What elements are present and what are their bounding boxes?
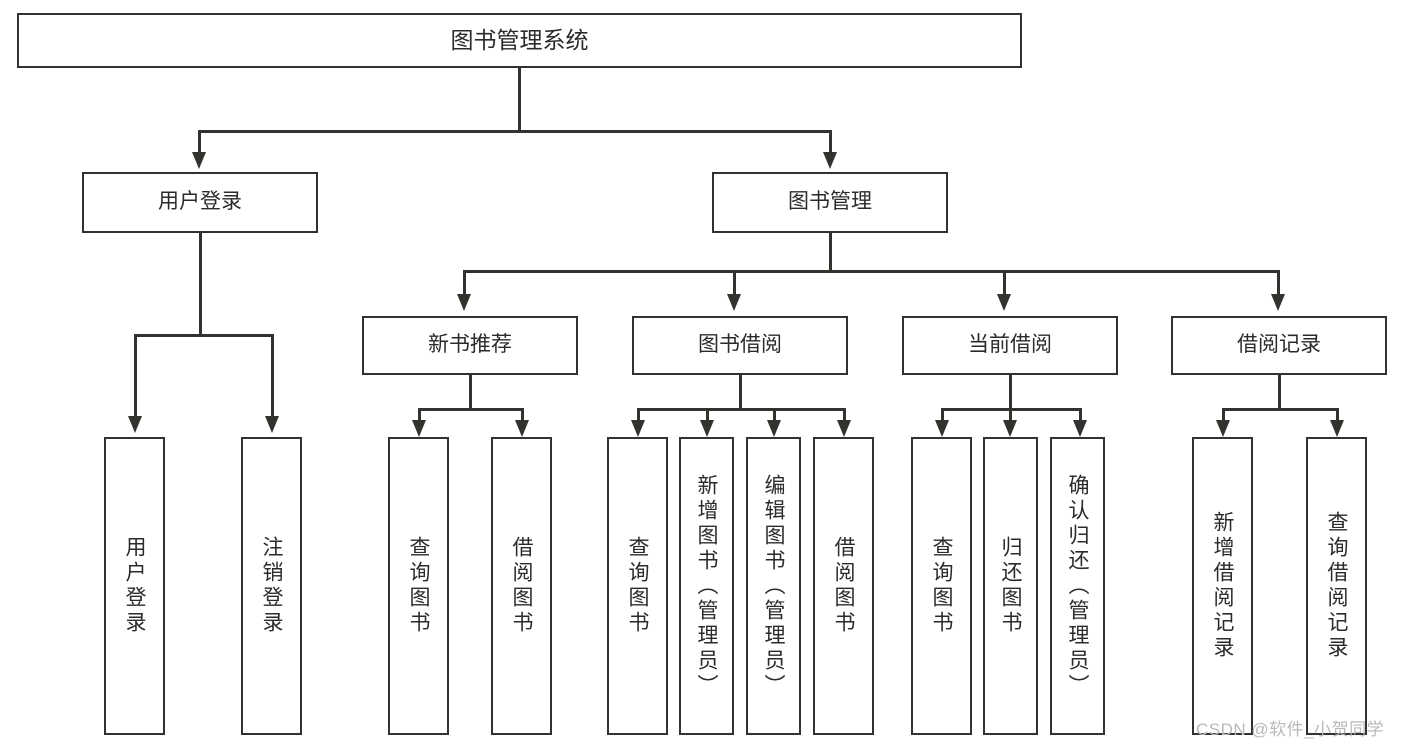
connector-bookborrow-to-leaf3 [773, 408, 776, 422]
leaf-label: 确认归还（管理员） [1066, 473, 1089, 699]
connector-currentborrow-stem [1009, 375, 1012, 410]
leaf-return-books[interactable]: 归还图书 [983, 437, 1038, 735]
leaf-label: 新增借阅记录 [1211, 511, 1234, 661]
arrow-userlogin-to-leaf2 [265, 416, 279, 433]
node-new-book-recommend[interactable]: 新书推荐 [362, 316, 578, 375]
leaf-label: 编辑图书（管理员） [762, 473, 785, 699]
leaf-label: 新增图书（管理员） [695, 473, 718, 699]
leaf-label: 注销登录 [260, 536, 283, 636]
connector-newbook-stem [469, 375, 472, 410]
leaf-logout-login[interactable]: 注销登录 [241, 437, 302, 735]
leaf-query-books-current[interactable]: 查询图书 [911, 437, 972, 735]
leaf-label: 查询图书 [930, 536, 953, 636]
connector-currentborrow-to-leaf1 [941, 408, 944, 422]
leaf-label: 归还图书 [999, 536, 1022, 636]
arrow-userlogin-to-leaf1 [128, 416, 142, 433]
connector-root-stem [518, 68, 521, 132]
arrow-records-to-leaf2 [1330, 420, 1344, 437]
node-user-login[interactable]: 用户登录 [82, 172, 318, 233]
arrow-currentborrow-to-leaf3 [1073, 420, 1087, 437]
arrow-bookborrow-to-leaf3 [767, 420, 781, 437]
connector-bookborrow-to-leaf4 [843, 408, 846, 422]
connector-root-to-userlogin [198, 130, 201, 154]
connector-records-to-leaf2 [1336, 408, 1339, 422]
watermark-text: CSDN @软件_小贺同学 [1196, 720, 1385, 739]
connector-userlogin-bus [134, 334, 273, 337]
arrow-newbook-to-leaf2 [515, 420, 529, 437]
connector-bookborrow-to-leaf2 [706, 408, 709, 422]
leaf-edit-book-admin[interactable]: 编辑图书（管理员） [746, 437, 801, 735]
leaf-label: 借阅图书 [510, 536, 533, 636]
connector-bookmgmt-bus [463, 270, 1280, 273]
node-label: 当前借阅 [968, 333, 1052, 357]
node-label: 借阅记录 [1237, 333, 1321, 357]
arrow-root-to-bookmgmt [823, 152, 837, 169]
node-label: 图书借阅 [698, 333, 782, 357]
arrow-currentborrow-to-leaf1 [935, 420, 949, 437]
arrow-root-to-userlogin [192, 152, 206, 169]
leaf-query-books-recommend[interactable]: 查询图书 [388, 437, 449, 735]
connector-records-to-leaf1 [1222, 408, 1225, 422]
leaf-label: 查询图书 [407, 536, 430, 636]
leaf-label: 借阅图书 [832, 536, 855, 636]
connector-userlogin-to-leaf2 [271, 334, 274, 418]
node-root-system[interactable]: 图书管理系统 [17, 13, 1022, 68]
node-label: 图书管理 [788, 190, 872, 214]
connector-currentborrow-to-leaf3 [1079, 408, 1082, 422]
connector-bookmgmt-stem [829, 233, 832, 272]
node-label: 新书推荐 [428, 333, 512, 357]
connector-userlogin-to-leaf1 [134, 334, 137, 418]
node-label: 用户登录 [158, 190, 242, 214]
node-borrow-records[interactable]: 借阅记录 [1171, 316, 1387, 375]
leaf-borrow-books-recommend[interactable]: 借阅图书 [491, 437, 552, 735]
arrow-bookborrow-to-leaf2 [700, 420, 714, 437]
connector-records-bus [1222, 408, 1338, 411]
connector-bookmgmt-to-current [1003, 270, 1006, 296]
node-label: 图书管理系统 [450, 27, 589, 54]
connector-bookborrow-bus [637, 408, 845, 411]
arrow-bookborrow-to-leaf4 [837, 420, 851, 437]
leaf-query-books-borrow[interactable]: 查询图书 [607, 437, 668, 735]
node-book-borrow[interactable]: 图书借阅 [632, 316, 848, 375]
connector-bookmgmt-to-new [463, 270, 466, 296]
arrow-bookmgmt-to-records [1271, 294, 1285, 311]
leaf-add-book-admin[interactable]: 新增图书（管理员） [679, 437, 734, 735]
arrow-bookmgmt-to-new [457, 294, 471, 311]
connector-root-bus [198, 130, 832, 133]
arrow-bookmgmt-to-current [997, 294, 1011, 311]
arrow-bookmgmt-to-borrow [727, 294, 741, 311]
connector-bookborrow-to-leaf1 [637, 408, 640, 422]
connector-root-to-bookmgmt [829, 130, 832, 154]
leaf-query-borrow-record[interactable]: 查询借阅记录 [1306, 437, 1367, 735]
connector-userlogin-stem [199, 233, 202, 334]
connector-currentborrow-to-leaf2 [1009, 408, 1012, 422]
leaf-label: 查询借阅记录 [1325, 511, 1348, 661]
arrow-records-to-leaf1 [1216, 420, 1230, 437]
connector-bookmgmt-to-records [1277, 270, 1280, 296]
arrow-currentborrow-to-leaf2 [1003, 420, 1017, 437]
leaf-confirm-return-admin[interactable]: 确认归还（管理员） [1050, 437, 1105, 735]
leaf-add-borrow-record[interactable]: 新增借阅记录 [1192, 437, 1253, 735]
leaf-user-login[interactable]: 用户登录 [104, 437, 165, 735]
leaf-borrow-books[interactable]: 借阅图书 [813, 437, 874, 735]
connector-bookborrow-stem [739, 375, 742, 410]
arrow-newbook-to-leaf1 [412, 420, 426, 437]
connector-newbook-to-leaf1 [418, 408, 421, 422]
arrow-bookborrow-to-leaf1 [631, 420, 645, 437]
connector-newbook-to-leaf2 [521, 408, 524, 422]
node-book-management[interactable]: 图书管理 [712, 172, 948, 233]
connector-bookmgmt-to-borrow [733, 270, 736, 296]
leaf-label: 用户登录 [123, 536, 146, 636]
node-current-borrow[interactable]: 当前借阅 [902, 316, 1118, 375]
leaf-label: 查询图书 [626, 536, 649, 636]
connector-newbook-bus [418, 408, 523, 411]
connector-records-stem [1278, 375, 1281, 410]
